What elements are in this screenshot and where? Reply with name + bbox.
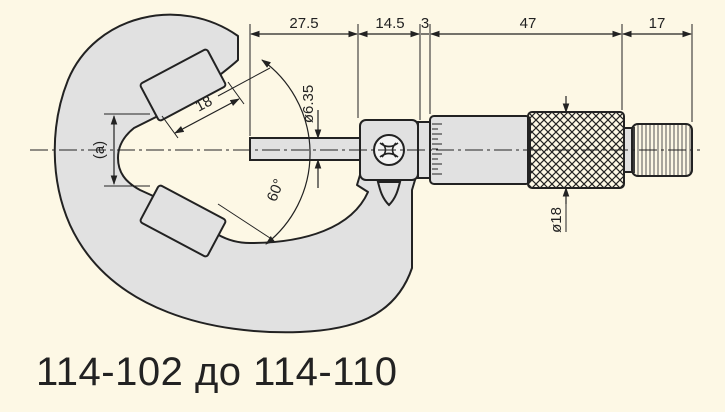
thimble-graduations bbox=[432, 123, 442, 175]
dim-47: 47 bbox=[520, 15, 537, 32]
anvil-pad-lower bbox=[139, 184, 227, 258]
dim-3: 3 bbox=[421, 15, 429, 32]
angle-label: 60° bbox=[264, 177, 288, 204]
thimble-diameter-label: ø18 bbox=[548, 207, 565, 233]
dim-17: 17 bbox=[649, 15, 666, 32]
opening-size-label: (a) bbox=[91, 141, 108, 159]
clamp-lever bbox=[376, 181, 402, 207]
model-range-caption: 114-102 до 114-110 bbox=[36, 350, 398, 394]
extension-lines bbox=[249, 24, 693, 136]
anvil-width-label: 18 bbox=[193, 93, 216, 116]
dim-27-5: 27.5 bbox=[289, 15, 318, 32]
dim-14-5: 14.5 bbox=[375, 15, 404, 32]
spindle bbox=[249, 137, 363, 161]
spindle-diameter-label: ø6.35 bbox=[300, 85, 317, 123]
angle-arc bbox=[261, 59, 311, 245]
